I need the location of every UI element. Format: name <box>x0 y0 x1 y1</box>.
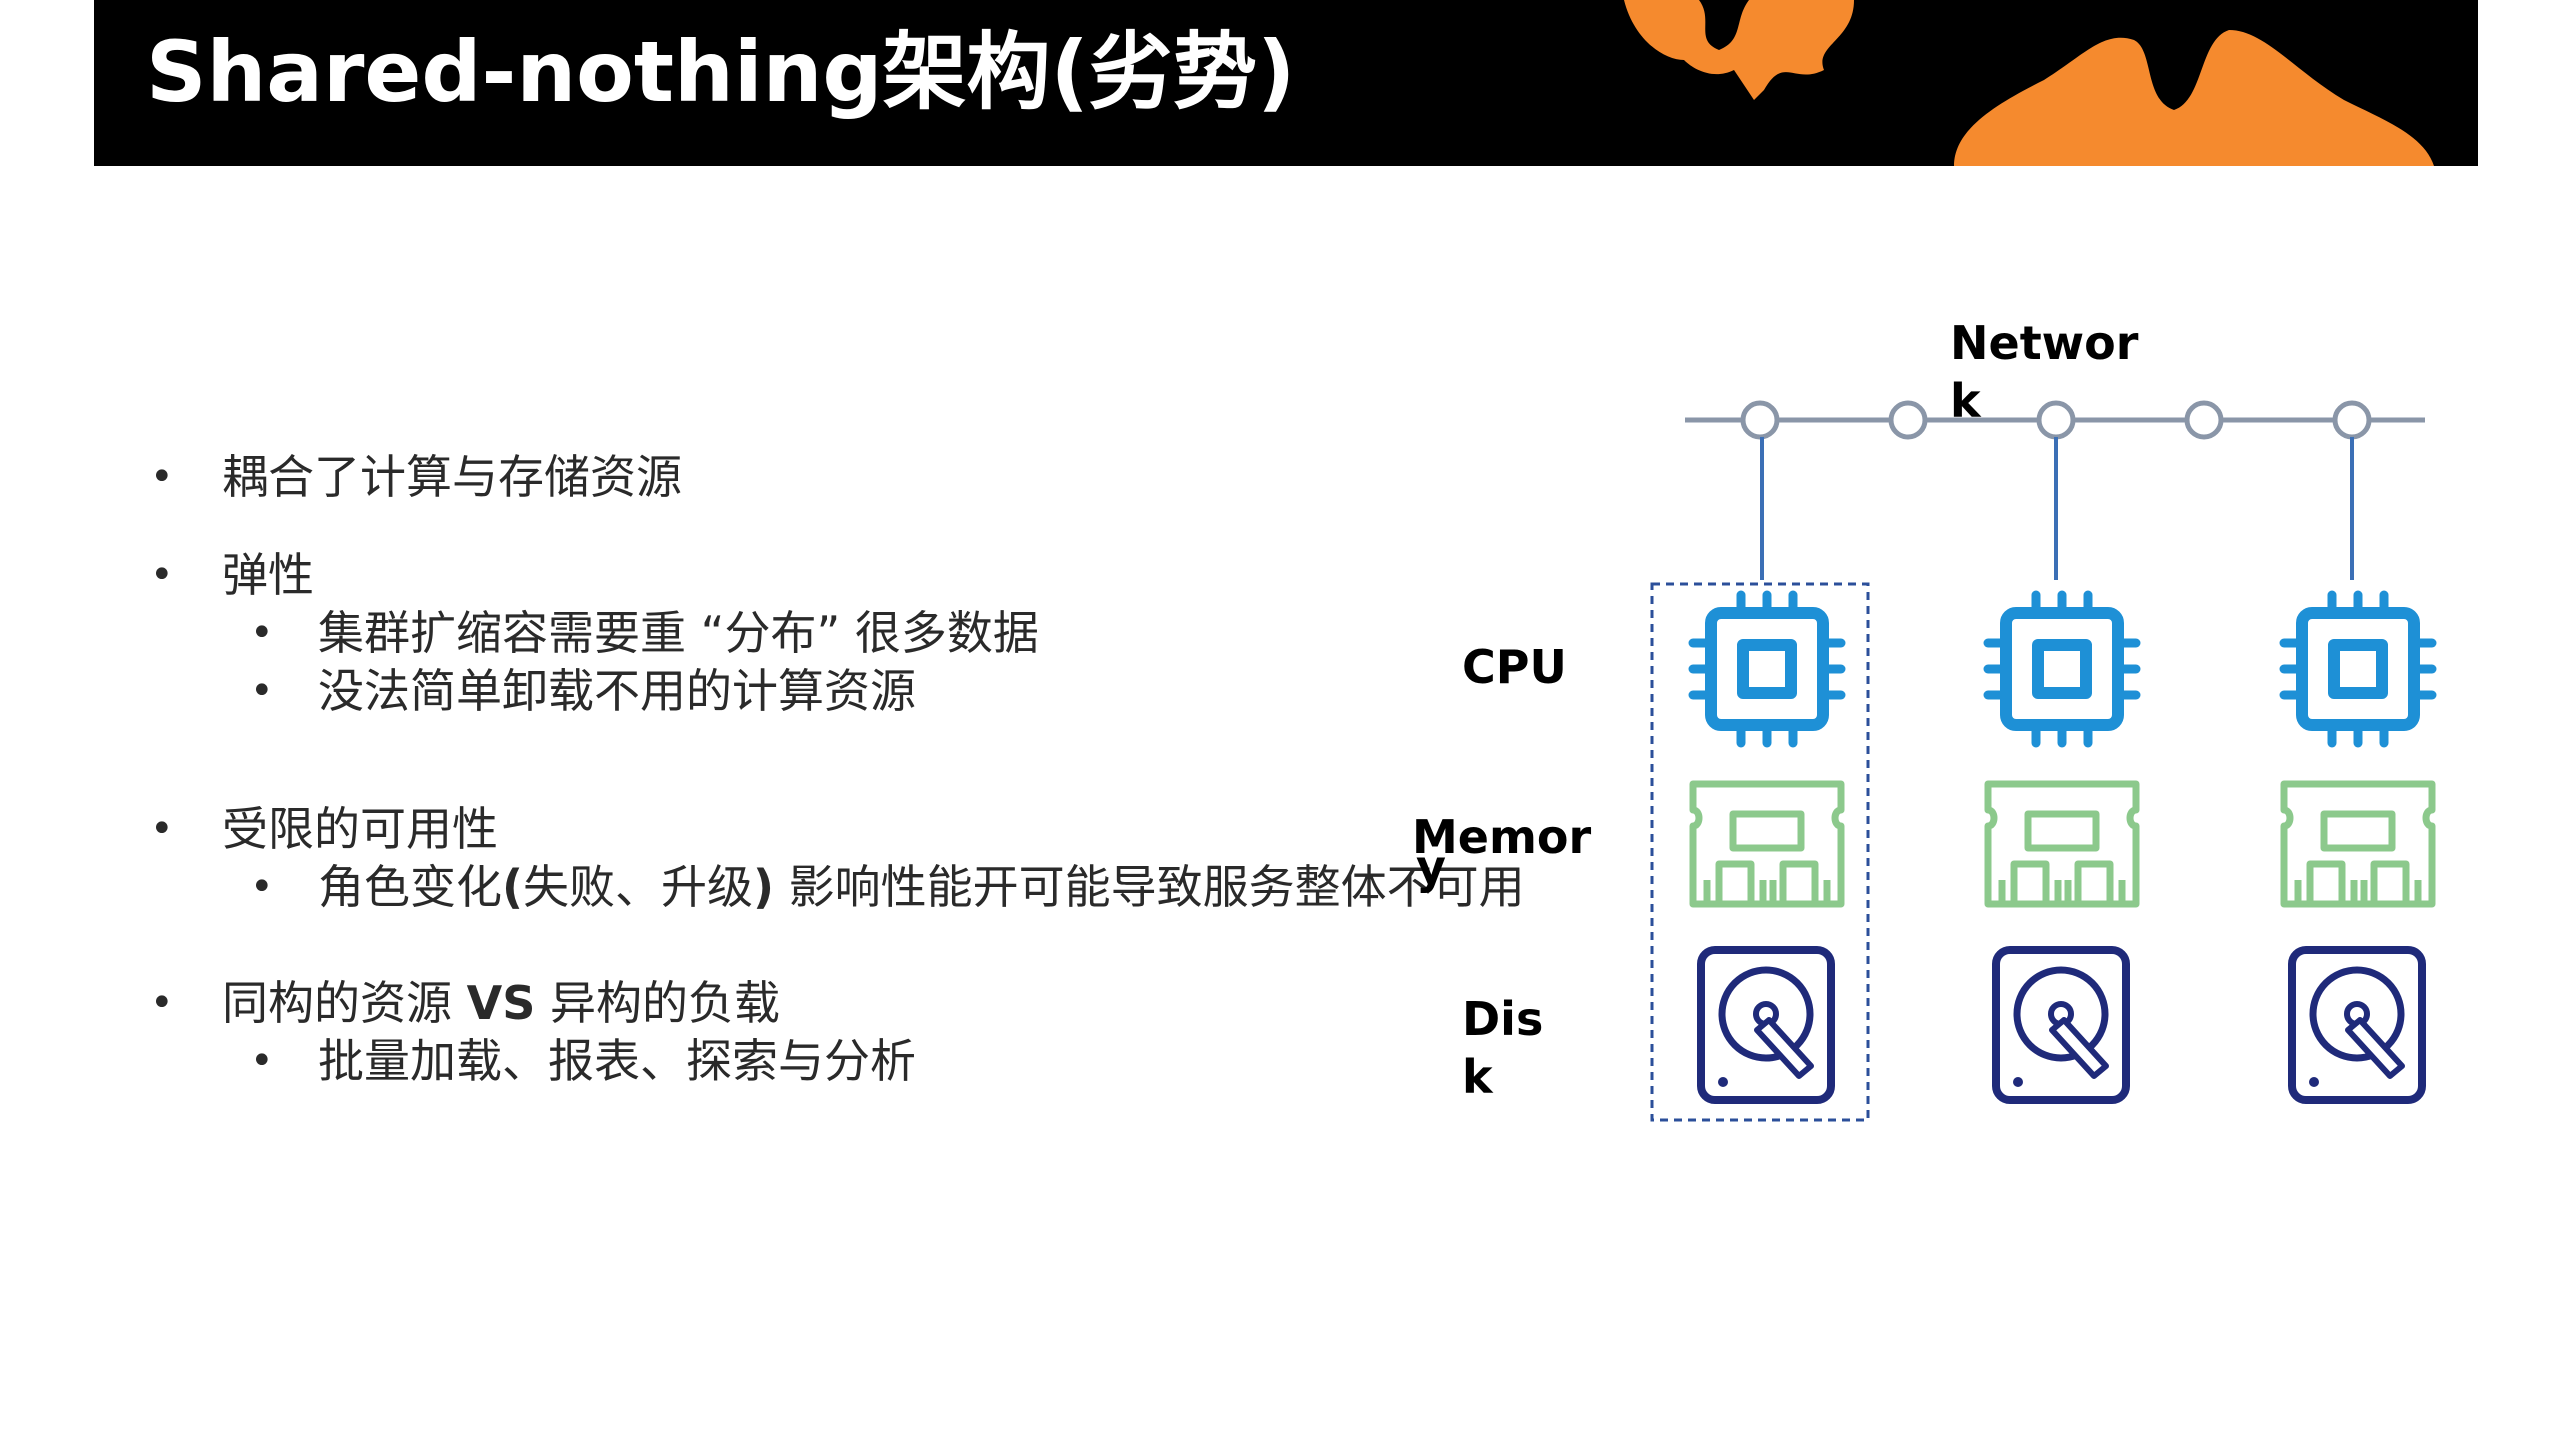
disk-label: Dis k <box>1462 992 1544 1104</box>
network-node <box>2332 400 2372 440</box>
disk-icon <box>2288 946 2426 1104</box>
cpu-label: CPU <box>1462 640 1567 694</box>
memory-icon <box>1689 780 1845 908</box>
network-nodes <box>1740 400 2372 440</box>
memory-icon <box>2280 780 2436 908</box>
orange-decoration <box>1624 0 2434 166</box>
network-node <box>2184 400 2224 440</box>
disk-icon <box>1992 946 2130 1104</box>
bullet-dot: • <box>250 1038 274 1084</box>
bullet-text: 耦合了计算与存储资源 <box>222 450 682 504</box>
network-node <box>1888 400 1928 440</box>
bullet-text: 弹性 <box>222 548 314 602</box>
bullet-dot: • <box>150 806 174 852</box>
memory-icon <box>1984 780 2140 908</box>
node-dashed-box <box>1650 582 1870 1122</box>
bullet-text: 受限的可用性 <box>222 802 498 856</box>
bullet-dot: • <box>250 668 274 714</box>
cpu-icon <box>1688 590 1846 748</box>
bullet-dot: • <box>150 980 174 1026</box>
node-links <box>1760 437 2354 580</box>
slide-title: Shared-nothing架构(劣势) <box>146 23 1296 121</box>
bullet-text: 批量加载、报表、探索与分析 <box>318 1034 916 1088</box>
bullet-dot: • <box>250 864 274 910</box>
bullet-text: 同构的资源 VS 异构的负载 <box>222 976 780 1030</box>
network-node <box>2036 400 2076 440</box>
disk-icon <box>1697 946 1835 1104</box>
network-node <box>1740 400 1780 440</box>
cpu-icon <box>1983 590 2141 748</box>
bullet-dot: • <box>250 610 274 656</box>
memory-label: Memor y <box>1412 810 1592 894</box>
bullet-dot: • <box>150 454 174 500</box>
title-bar: Shared-nothing架构(劣势) <box>94 0 2478 166</box>
bullet-text: 集群扩缩容需要重 “分布” 很多数据 <box>318 606 1039 660</box>
bullet-dot: • <box>150 552 174 598</box>
cpu-icon <box>2279 590 2437 748</box>
bullet-text: 角色变化(失败、升级) 影响性能开可能导致服务整体不可用 <box>318 860 1525 914</box>
bullet-text: 没法简单卸载不用的计算资源 <box>318 664 916 718</box>
